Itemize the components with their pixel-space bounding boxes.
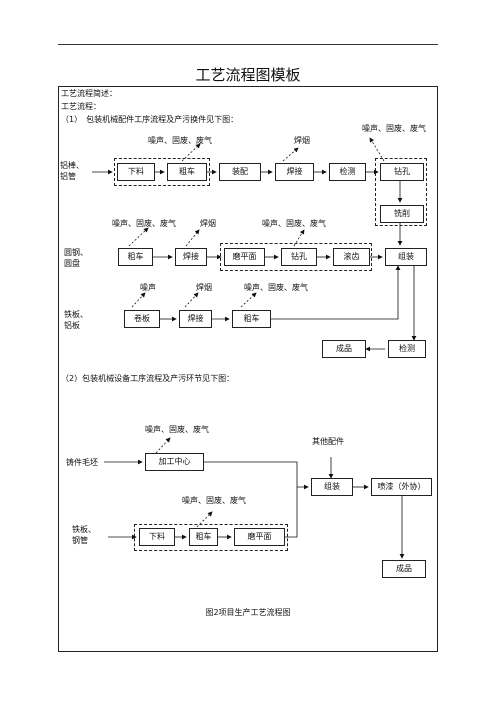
step-welding-2: 焊接 — [175, 248, 207, 266]
step-grinding: 磨平面 — [224, 248, 265, 266]
step-rough-turning-4: 粗车 — [189, 528, 218, 546]
input-plate-tube: 铁板、 钢管 — [72, 525, 96, 545]
header-rule — [58, 44, 438, 45]
step-blanking-2: 下料 — [139, 528, 175, 546]
dashed-group-flow2 — [134, 524, 288, 551]
section1-heading: （1） 包装机械配件工序流程及产污换件见下图： — [61, 115, 239, 124]
step-machining-center: 加工中心 — [145, 453, 204, 471]
process-label: 工艺流程： — [61, 102, 101, 111]
step-assembly: 组装 — [385, 248, 427, 266]
emission-label: 噪声、固废、废气 — [182, 496, 246, 505]
step-inspection: 检测 — [329, 163, 366, 181]
step-knurling: 滚齿 — [333, 248, 370, 266]
intro-text: 工艺流程简述： — [61, 89, 117, 98]
dashed-group-row2 — [220, 243, 372, 271]
emission-label: 焊烟 — [200, 219, 216, 228]
emission-label: 噪声、固废、废气 — [362, 124, 426, 133]
input-casting: 铸件毛坯 — [66, 458, 98, 467]
emission-label: 焊烟 — [196, 283, 212, 292]
step-rough-turning: 粗车 — [167, 163, 207, 181]
step-product: 成品 — [322, 340, 366, 358]
emission-label: 噪声、固废、废气 — [244, 283, 308, 292]
step-rolling: 卷板 — [124, 310, 160, 328]
dashed-group-row1 — [114, 158, 210, 186]
step-rough-turning-3: 粗车 — [232, 310, 271, 328]
input-iron-plate: 铁板、 铝板 — [64, 310, 88, 330]
input-aluminum: 铝棒、 铝管 — [60, 161, 84, 181]
step-assembly-a: 装配 — [219, 163, 261, 181]
step-painting: 喷漆（外协） — [371, 478, 432, 496]
step-grinding-2: 磨平面 — [234, 528, 285, 546]
document-frame — [58, 86, 438, 652]
emission-label: 噪声、固废、废气 — [262, 219, 326, 228]
emission-label: 噪声、固废、废气 — [148, 136, 212, 145]
step-drilling: 钻孔 — [380, 163, 424, 181]
step-blanking: 下料 — [117, 163, 155, 181]
page-title: 工艺流程图模板 — [195, 66, 301, 84]
step-assembly-2: 组装 — [311, 478, 353, 496]
step-welding-3: 焊接 — [179, 310, 212, 328]
dashed-group-drill-mill — [375, 158, 427, 226]
emission-label: 噪声、固废、废气 — [112, 219, 176, 228]
step-welding: 焊接 — [275, 163, 314, 181]
figure-caption: 图2项目生产工艺流程图 — [205, 608, 291, 617]
emission-label: 噪声 — [140, 283, 156, 292]
emission-label: 噪声、固废、废气 — [145, 425, 209, 434]
step-inspection-2: 检测 — [388, 340, 426, 358]
input-round-steel: 圆钢、 圆盘 — [64, 248, 88, 268]
section2-heading: （2）包装机械设备工序流程及产污环节见下图： — [61, 374, 235, 383]
step-product-2: 成品 — [382, 560, 426, 578]
input-other-parts: 其他配件 — [312, 437, 344, 446]
step-drilling-2: 钻孔 — [281, 248, 317, 266]
step-milling: 铣削 — [380, 205, 424, 223]
step-rough-turning-2: 粗车 — [118, 248, 153, 266]
emission-label: 焊烟 — [294, 136, 310, 145]
